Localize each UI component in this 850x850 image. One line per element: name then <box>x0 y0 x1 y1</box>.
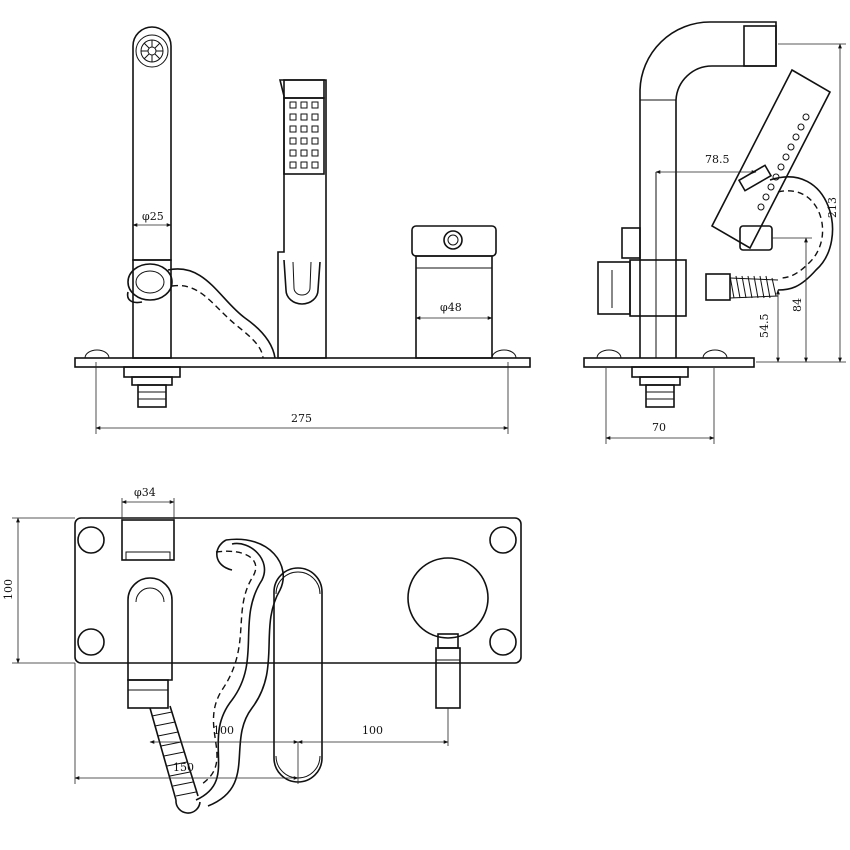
dim-offset: 150 <box>173 761 194 774</box>
top-screw-hole <box>489 526 517 554</box>
side-hose <box>769 176 834 291</box>
spray-nozzle-grid <box>289 101 319 169</box>
dim-plate-width: 275 <box>291 412 312 425</box>
side-spray-holes <box>757 113 810 211</box>
front-right-screw <box>491 349 517 359</box>
front-valve-body <box>415 255 493 359</box>
dim-total-height: 213 <box>826 197 839 218</box>
side-base-plate <box>583 357 755 368</box>
front-holder <box>132 259 172 359</box>
front-spout-column <box>277 79 327 359</box>
top-screw-hole <box>77 628 105 656</box>
handshower-body <box>132 26 172 261</box>
dim-handset-diameter: φ25 <box>142 210 164 223</box>
top-screw-hole <box>77 526 105 554</box>
front-hose <box>167 268 276 359</box>
dim-spacing-right: 100 <box>362 724 383 737</box>
dim-valve-diameter: φ48 <box>440 301 462 314</box>
dim-outlet-height: 84 <box>791 298 804 312</box>
top-view: φ34 100 100 100 150 <box>2 486 522 814</box>
top-hose <box>195 542 266 801</box>
side-view: 78.5 213 84 54.5 70 <box>583 21 846 444</box>
front-left-screw <box>84 349 110 359</box>
dim-spacing-left: 100 <box>213 724 234 737</box>
top-valve-knob <box>407 557 489 639</box>
front-base-plate <box>74 357 531 368</box>
dim-plate-height: 100 <box>2 579 15 600</box>
dim-lower-height: 54.5 <box>758 314 771 339</box>
side-handshower <box>710 68 832 250</box>
side-spout <box>639 21 777 358</box>
side-diverter-body <box>597 261 631 315</box>
top-screw-hole <box>489 628 517 656</box>
front-view: φ25 φ48 275 <box>74 26 531 434</box>
top-base-plate <box>74 517 522 664</box>
dim-holder-diameter: φ34 <box>134 486 156 499</box>
handshower-head-face <box>283 97 325 175</box>
dim-base-depth: 70 <box>652 421 666 434</box>
dim-reach: 78.5 <box>705 153 730 166</box>
top-spring-hose <box>149 705 199 801</box>
top-valve-lever <box>435 647 461 709</box>
top-holder <box>121 519 175 561</box>
